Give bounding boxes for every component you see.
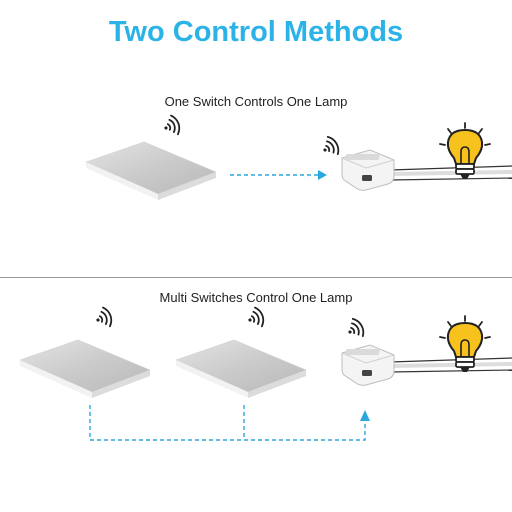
wire [389, 177, 512, 181]
signal-connector-line [89, 405, 366, 441]
section-one-label: One Switch Controls One Lamp [164, 94, 348, 109]
wifi-signal-icon [342, 315, 368, 343]
wifi-signal-icon [317, 133, 343, 161]
wire [389, 170, 512, 176]
page-title: Two Control Methods [108, 16, 404, 48]
receiver-module [341, 149, 395, 191]
wireless-switch-panel [19, 339, 151, 399]
receiver-module [341, 344, 395, 386]
signal-arrow-head [318, 170, 327, 180]
section-two-label: Multi Switches Control One Lamp [159, 290, 353, 305]
wifi-signal-icon [160, 113, 183, 139]
wire [389, 165, 512, 171]
signal-arrow-head [360, 410, 370, 421]
wireless-switch-panel [85, 141, 217, 201]
wire [389, 357, 512, 363]
wifi-signal-icon [244, 305, 267, 331]
wire [389, 369, 512, 373]
wire [389, 362, 512, 368]
wireless-switch-panel [175, 339, 307, 399]
section-divider [0, 277, 512, 278]
wifi-signal-icon [92, 305, 115, 331]
